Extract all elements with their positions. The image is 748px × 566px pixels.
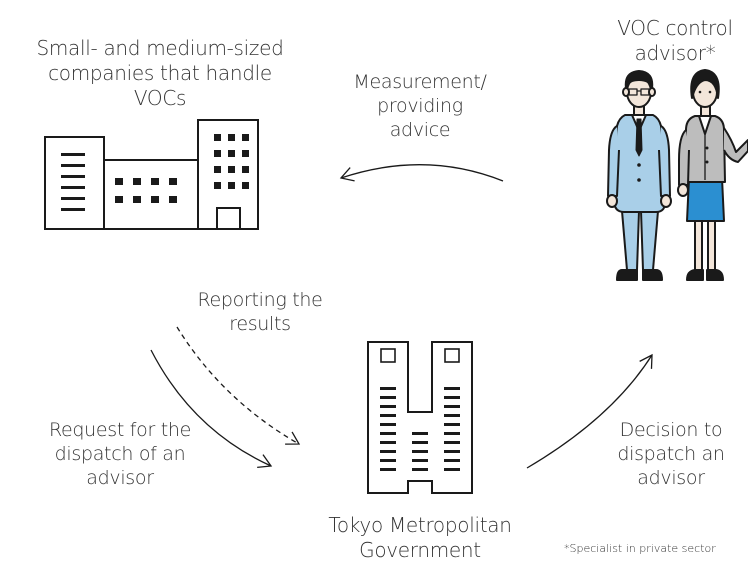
- measurement-arrow: [339, 164, 504, 182]
- reporting-arrow: [176, 326, 301, 445]
- decision-arrow: [526, 353, 653, 469]
- measurement-label: Measurement/ providing advice: [353, 71, 487, 141]
- advisor-label: VOC control advisor*: [617, 16, 733, 65]
- government-label: Tokyo Metropolitan Government: [328, 513, 512, 562]
- reporting-label: Reporting the results: [197, 289, 323, 335]
- footnote: *Specialist in private sector: [564, 542, 716, 555]
- request-label: Request for the dispatch of an advisor: [48, 419, 192, 489]
- decision-label: Decision to dispatch an advisor: [617, 419, 725, 489]
- government-building-icon: [367, 341, 473, 494]
- request-arrow: [150, 349, 273, 469]
- male-advisor-icon: [606, 70, 672, 281]
- companies-building-icon: [44, 119, 259, 230]
- female-advisor-icon: [677, 69, 748, 281]
- companies-windows: [61, 134, 249, 211]
- companies-label: Small- and medium-sized companies that h…: [36, 36, 284, 110]
